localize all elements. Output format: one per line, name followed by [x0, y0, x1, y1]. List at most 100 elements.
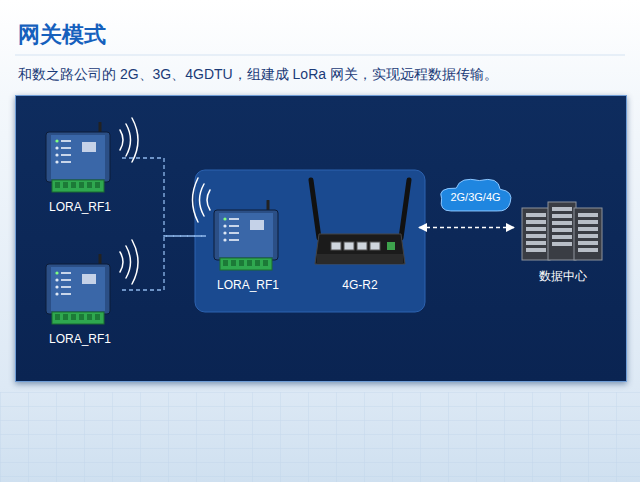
led — [55, 285, 58, 288]
led-text — [61, 272, 71, 274]
server-tower — [522, 208, 550, 260]
led-text — [61, 293, 71, 295]
lora-device-icon — [206, 200, 290, 272]
device-front — [219, 213, 273, 257]
device-label: LORA_RF1 — [38, 332, 122, 346]
led-text — [229, 239, 239, 241]
dashed-link — [122, 158, 206, 236]
server-tower — [548, 202, 576, 260]
led — [55, 292, 58, 295]
terminal — [71, 314, 76, 320]
page-subtitle: 和数之路公司的 2G、3G、4GDTU，组建成 LoRa 网关，实现远程数据传输… — [18, 66, 498, 84]
logo — [82, 142, 96, 152]
lora-device-icon — [38, 122, 122, 194]
terminal — [79, 314, 84, 320]
drive-bay — [526, 213, 546, 217]
led — [55, 139, 58, 142]
terminal — [263, 260, 268, 266]
terminal — [87, 182, 92, 188]
data-center-node: 数据中心 — [518, 200, 608, 285]
device-label: 4G-R2 — [305, 278, 415, 292]
antenna-right — [401, 180, 409, 238]
lora-device-node: LORA_RF1 — [206, 200, 290, 292]
terminal-block — [52, 312, 104, 324]
led-text — [61, 140, 71, 142]
terminal — [231, 260, 236, 266]
led — [223, 217, 226, 220]
drive-bay — [526, 241, 546, 245]
floor-grid — [0, 392, 640, 482]
signal-waves — [120, 118, 210, 284]
terminal — [63, 182, 68, 188]
router-body — [315, 234, 405, 264]
drive-bay — [552, 242, 572, 246]
drive-bay — [526, 220, 546, 224]
server-icon — [518, 200, 608, 262]
terminal — [71, 182, 76, 188]
server-tower — [574, 208, 602, 260]
led-text — [61, 286, 71, 288]
led-text — [61, 279, 71, 281]
led-text — [229, 225, 239, 227]
led — [55, 278, 58, 281]
drive-bay — [552, 214, 572, 218]
router-node: 4G-R2 — [305, 176, 415, 292]
led-text — [61, 161, 71, 163]
led — [55, 153, 58, 156]
device-label: LORA_RF1 — [38, 200, 122, 214]
antenna-left — [311, 180, 319, 238]
network-cloud: 2G/3G/4G — [437, 176, 514, 214]
terminal — [223, 260, 228, 266]
lan-port — [344, 242, 354, 250]
page-title: 网关模式 — [18, 20, 106, 50]
gateway-group — [195, 170, 425, 312]
led-text — [229, 218, 239, 220]
terminal — [63, 314, 68, 320]
drive-bay — [578, 234, 598, 238]
device-front — [51, 267, 105, 311]
terminal — [87, 314, 92, 320]
terminal — [55, 314, 60, 320]
terminal-block — [52, 180, 104, 192]
drive-bay — [552, 235, 572, 239]
led — [55, 146, 58, 149]
device-body — [214, 210, 278, 260]
data-link-arrow — [419, 227, 514, 228]
drive-bay — [578, 220, 598, 224]
device-body — [46, 132, 110, 182]
drive-bay — [526, 227, 546, 231]
terminal — [239, 260, 244, 266]
drive-bay — [578, 248, 598, 252]
terminal — [255, 260, 260, 266]
cloud-outline — [441, 179, 511, 211]
terminal-block — [220, 258, 272, 270]
lora-device-icon — [38, 254, 122, 326]
led — [223, 238, 226, 241]
terminal — [55, 182, 60, 188]
drive-bay — [552, 221, 572, 225]
dashed-link — [122, 236, 206, 290]
cloud-label: 2G/3G/4G — [450, 191, 500, 203]
drive-bay — [578, 227, 598, 231]
terminal — [247, 260, 252, 266]
drive-bay — [578, 213, 598, 217]
title-rule — [15, 55, 625, 56]
device-front — [51, 135, 105, 179]
led-text — [61, 147, 71, 149]
lora-device-node: LORA_RF1 — [38, 122, 122, 214]
wan-port — [387, 242, 395, 250]
lan-port — [357, 242, 367, 250]
device-body — [46, 264, 110, 314]
led — [55, 160, 58, 163]
device-label: LORA_RF1 — [206, 278, 290, 292]
device-label: 数据中心 — [518, 268, 608, 285]
led — [55, 271, 58, 274]
logo — [250, 220, 264, 230]
lora-device-node: LORA_RF1 — [38, 254, 122, 346]
led — [223, 224, 226, 227]
led-text — [61, 154, 71, 156]
led-text — [229, 232, 239, 234]
drive-bay — [526, 234, 546, 238]
logo — [82, 274, 96, 284]
led — [223, 231, 226, 234]
